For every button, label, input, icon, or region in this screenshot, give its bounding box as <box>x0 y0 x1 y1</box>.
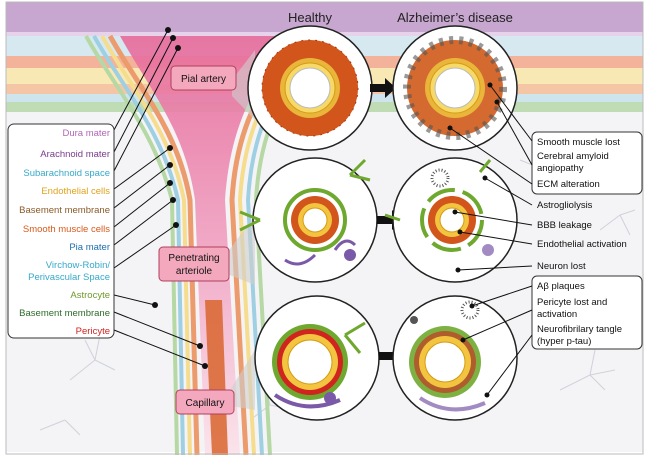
path-pericyte-line1: Pericyte lost and <box>537 297 607 308</box>
legend-box <box>7 123 115 339</box>
capillary-label: Capillary <box>175 389 235 415</box>
capillary-pathology-box: Aβ plaques Pericyte lost and activation … <box>531 275 643 350</box>
legend-endothelial-cells: Endothelial cells <box>41 186 110 197</box>
pial-artery-label: Pial artery <box>170 65 237 91</box>
header-alzheimers: Alzheimer’s disease <box>397 10 513 25</box>
legend-perivascular-space: Perivascular Space <box>28 272 110 283</box>
penetrating-arteriole-label: Penetrating arteriole <box>158 246 230 282</box>
arteriole-pathology-labels: Astrogliolysis BBB leakage Endothelial a… <box>537 200 627 272</box>
penetrating-text-line2: arteriole <box>176 266 213 277</box>
path-astrogliolysis: Astrogliolysis <box>537 200 593 211</box>
penetrating-text-line1: Penetrating <box>168 253 219 264</box>
legend-smooth-muscle-cells: Smooth muscle cells <box>23 224 110 235</box>
path-caa-line1: Cerebral amyloid <box>537 151 609 162</box>
pathology-leaders <box>449 84 533 396</box>
path-caa-line2: angiopathy <box>537 163 584 174</box>
legend-astrocyte: Astrocyte <box>70 290 110 301</box>
leader-dots <box>152 27 208 369</box>
path-pericyte-line2: activation <box>537 309 577 320</box>
legend-dura-mater: Dura mater <box>62 128 110 139</box>
legend-basement-membrane: Basement membrane <box>19 205 110 216</box>
path-neuron-lost: Neuron lost <box>537 261 586 272</box>
legend-virchow-robin: Virchow-Robin/ <box>46 260 111 271</box>
ad-pial-artery <box>392 25 518 151</box>
header-healthy: Healthy <box>288 10 333 25</box>
pial-artery-text: Pial artery <box>181 74 226 85</box>
leader-lines <box>113 29 206 367</box>
healthy-arteriole <box>239 157 378 283</box>
healthy-pial-artery <box>247 25 373 151</box>
path-bbb-leakage: BBB leakage <box>537 220 592 231</box>
path-endothelial-activation: Endothelial activation <box>537 239 627 250</box>
pathology-dots <box>447 82 500 398</box>
healthy-capillary <box>254 295 380 421</box>
path-abeta-plaques: Aβ plaques <box>537 281 585 292</box>
figure-frame <box>5 1 644 455</box>
ad-capillary <box>392 295 518 421</box>
legend-basement-membrane-2: Basement membrane <box>19 308 110 319</box>
legend: Dura mater Arachnoid mater Subarachnoid … <box>19 128 110 337</box>
ad-arteriole <box>384 157 518 283</box>
capillary-text: Capillary <box>186 398 225 409</box>
legend-pericyte: Pericyte <box>76 326 110 337</box>
legend-subarachnoid-space: Subarachnoid space <box>23 168 110 179</box>
path-nft-line2: (hyper p-tau) <box>537 336 591 347</box>
path-ecm-alteration: ECM alteration <box>537 179 600 190</box>
legend-arachnoid-mater: Arachnoid mater <box>40 149 110 160</box>
path-smooth-muscle-lost: Smooth muscle lost <box>537 137 620 148</box>
legend-pia-mater: Pia mater <box>69 242 110 253</box>
path-nft-line1: Neurofibrilary tangle <box>537 324 622 335</box>
arrow-row1 <box>370 78 396 98</box>
artery-pathology-box: Smooth muscle lost Cerebral amyloid angi… <box>531 131 643 195</box>
